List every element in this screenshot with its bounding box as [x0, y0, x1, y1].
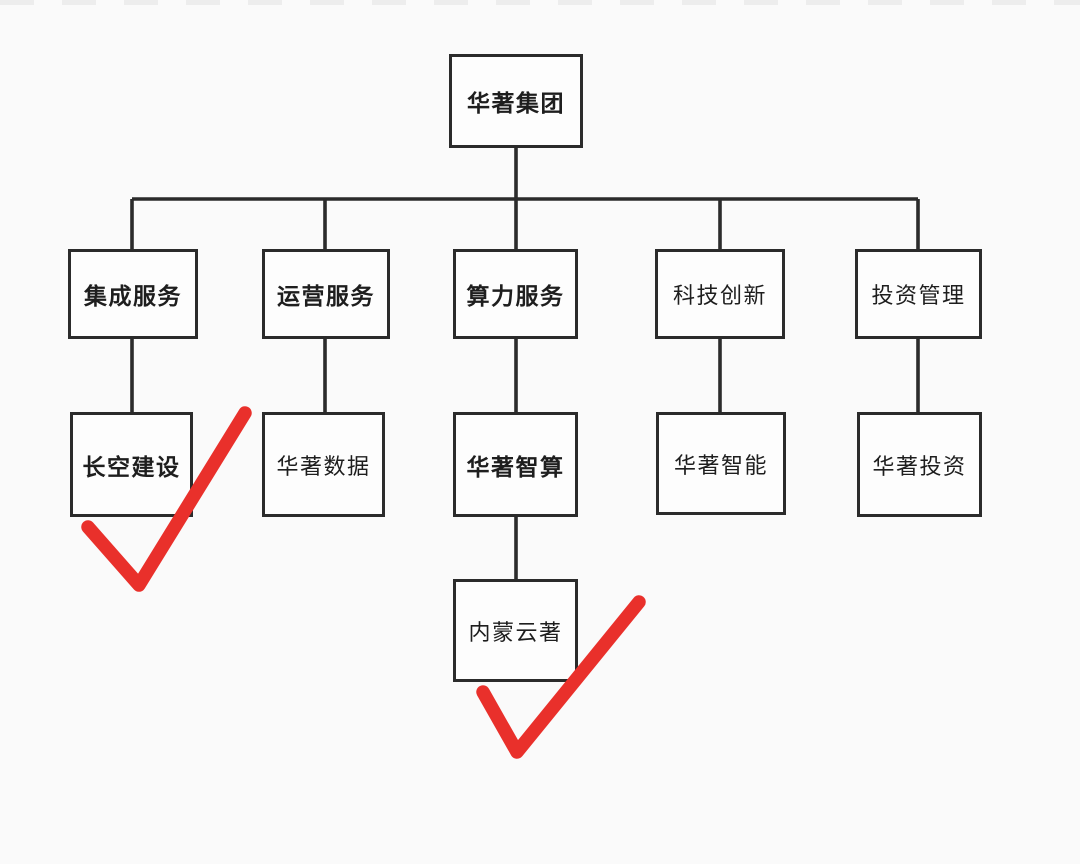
- org-node-label: 科技创新: [672, 283, 767, 308]
- org-node-neimeng-yunzhu: 内蒙云著: [453, 579, 578, 682]
- org-node-label: 长空建设: [82, 453, 181, 480]
- org-node-label: 华著智能: [673, 452, 768, 478]
- org-node-label: 集成服务: [84, 283, 182, 309]
- org-node-root: 华著集团: [449, 54, 583, 148]
- org-node-label: 华著数据: [276, 453, 371, 479]
- org-node-label: 投资管理: [871, 283, 966, 308]
- org-node-label: 内蒙云著: [468, 619, 563, 645]
- org-node-huazhu-zhisuan: 华著智算: [453, 412, 578, 517]
- org-node-label: 运营服务: [277, 283, 375, 309]
- org-node-investment-management: 投资管理: [855, 249, 982, 339]
- org-node-operation-services: 运营服务: [262, 249, 390, 339]
- org-node-huazhu-investment: 华著投资: [857, 412, 982, 517]
- org-node-changkong-construction: 长空建设: [70, 412, 193, 517]
- org-node-root-label: 华著集团: [467, 90, 565, 116]
- photo-edge-artifact: [0, 0, 1080, 5]
- org-node-tech-innovation: 科技创新: [655, 249, 785, 339]
- org-node-huazhu-intelligence: 华著智能: [656, 412, 786, 515]
- org-node-label: 华著智算: [466, 453, 565, 480]
- org-node-integration-services: 集成服务: [68, 249, 198, 339]
- org-node-label: 华著投资: [872, 453, 967, 479]
- org-node-label: 算力服务: [466, 283, 565, 309]
- org-node-computing-services: 算力服务: [453, 249, 578, 339]
- org-node-huazhu-data: 华著数据: [262, 412, 385, 517]
